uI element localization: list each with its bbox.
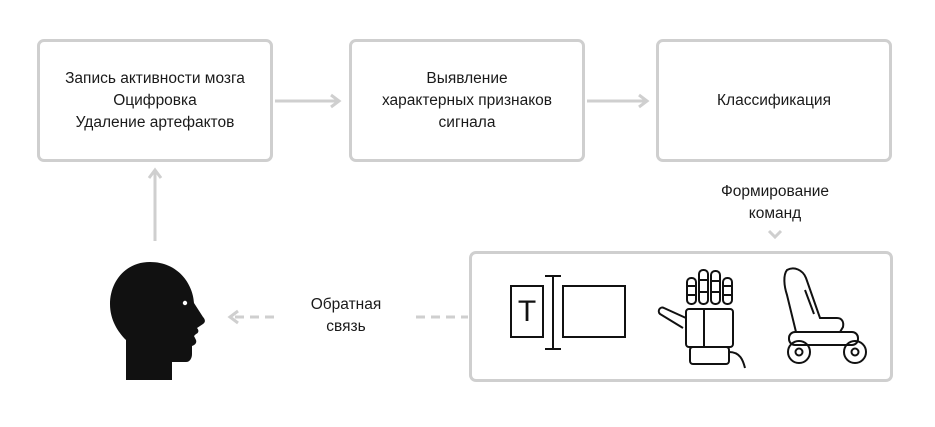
- recording-box: Запись активности мозга Оцифровка Удален…: [37, 39, 273, 162]
- classification-line-1: Классификация: [717, 91, 831, 109]
- classification-box: Классификация: [656, 39, 892, 162]
- devices-box: [469, 251, 893, 382]
- features-box: Выявление характерных признаков сигнала: [349, 39, 585, 162]
- arrow-commands-to-devices: [767, 229, 783, 240]
- arrow-features-to-classification: [587, 93, 650, 109]
- arrow-feedback-dashed: [227, 309, 468, 325]
- arrow-head-to-recording: [147, 167, 163, 241]
- robotic-hand-icon: [657, 269, 746, 369]
- recording-line-3: Удаление артефактов: [75, 113, 235, 131]
- feedback-line-1: Обратная: [310, 296, 382, 313]
- human-head-icon: [110, 262, 205, 380]
- wheelchair-icon: [783, 267, 867, 364]
- features-line-1: Выявление: [426, 69, 508, 87]
- recording-line-2: Оцифровка: [113, 91, 197, 109]
- command-line-2: команд: [748, 205, 802, 222]
- features-line-2: характерных признаков: [381, 91, 553, 109]
- recording-line-1: Запись активности мозга: [65, 69, 245, 87]
- features-line-3: сигнала: [438, 113, 496, 131]
- feedback-label: Обратная связь: [282, 294, 410, 338]
- command-formation-label: Формирование команд: [690, 181, 860, 225]
- arrow-recording-to-features: [275, 93, 342, 109]
- text-cursor-icon: [510, 275, 626, 350]
- feedback-line-2: связь: [326, 318, 366, 335]
- cursor-letter: T: [518, 295, 536, 328]
- command-line-1: Формирование: [720, 183, 830, 200]
